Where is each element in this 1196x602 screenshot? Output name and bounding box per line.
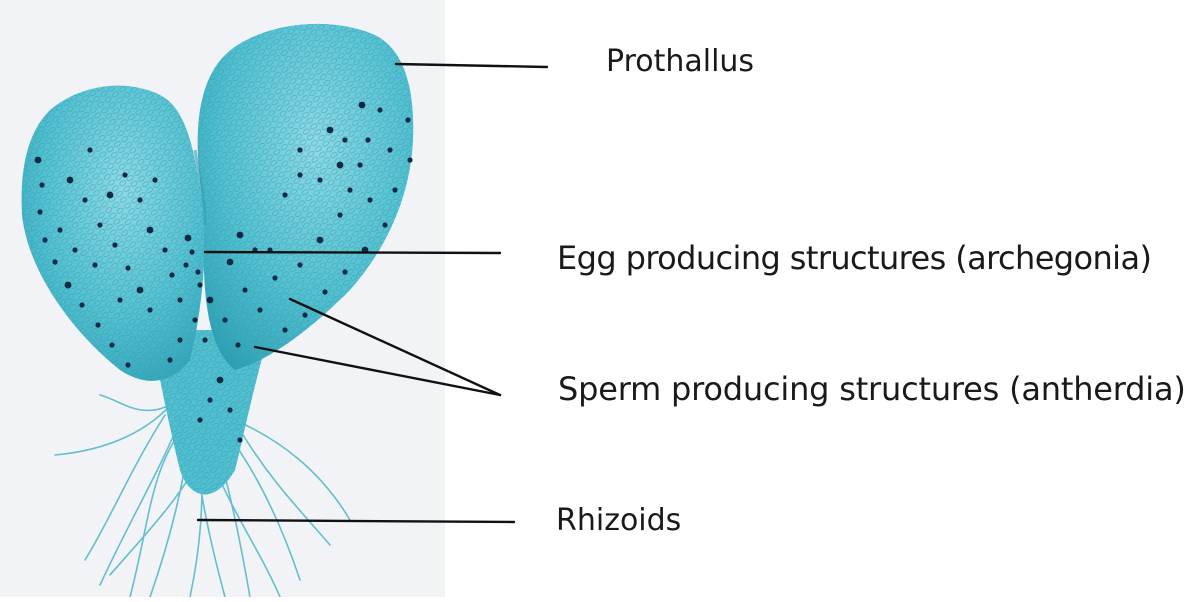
sex-organ-dot bbox=[297, 262, 303, 268]
sex-organ-dot bbox=[257, 307, 263, 313]
sex-organ-dot bbox=[235, 342, 241, 348]
sex-organ-dot bbox=[317, 177, 323, 183]
sex-organ-dot bbox=[97, 222, 103, 228]
label-rhizoids: Rhizoids bbox=[556, 503, 682, 538]
sex-organ-dot bbox=[282, 327, 288, 333]
sex-organ-dot bbox=[322, 289, 328, 295]
sex-organ-dot bbox=[87, 147, 93, 153]
sex-organ-dot bbox=[125, 265, 131, 271]
leader-line-antherdia-lower bbox=[253, 345, 502, 397]
sex-organ-dot bbox=[72, 247, 78, 253]
sex-organ-dot bbox=[39, 182, 45, 188]
sex-organ-dot bbox=[297, 172, 303, 178]
sex-organ-dot bbox=[227, 407, 233, 413]
leader-line-rhizoids bbox=[196, 518, 516, 524]
sex-organ-dot bbox=[64, 281, 72, 289]
sex-organ-dot bbox=[92, 262, 98, 268]
sex-organ-dot bbox=[222, 317, 228, 323]
sex-organ-dot bbox=[206, 296, 214, 304]
label-archegonia: Egg producing structures (archegonia) bbox=[557, 239, 1152, 277]
sex-organ-dot bbox=[66, 176, 74, 184]
leader-line-prothallus bbox=[394, 62, 549, 69]
sex-organ-dot bbox=[367, 197, 373, 203]
sex-organ-dot bbox=[316, 236, 324, 244]
sex-organ-dot bbox=[326, 126, 334, 134]
label-antherdia: Sperm producing structures (antherdia) bbox=[558, 370, 1186, 408]
sex-organ-dot bbox=[407, 157, 413, 163]
sex-organ-dot bbox=[236, 231, 244, 239]
sex-organ-dot bbox=[37, 209, 43, 215]
sex-organ-dot bbox=[377, 107, 383, 113]
sex-organ-dot bbox=[177, 297, 183, 303]
sex-organ-dot bbox=[162, 247, 168, 253]
sex-organ-dot bbox=[282, 192, 288, 198]
sex-organ-dot bbox=[177, 337, 183, 343]
sex-organ-dot bbox=[189, 249, 195, 255]
sex-organ-dot bbox=[347, 187, 353, 193]
sex-organ-dot bbox=[109, 342, 115, 348]
sex-organ-dot bbox=[117, 297, 123, 303]
sex-organ-dot bbox=[382, 222, 388, 228]
sex-organ-dot bbox=[195, 269, 201, 275]
sex-organ-dot bbox=[112, 242, 118, 248]
sex-organ-dot bbox=[136, 286, 144, 294]
sex-organ-dot bbox=[202, 337, 208, 343]
sex-organ-dot bbox=[302, 312, 308, 318]
sex-organ-dot bbox=[297, 147, 303, 153]
sex-organ-dot bbox=[167, 357, 173, 363]
sex-organ-dot bbox=[147, 307, 153, 313]
sex-organ-dot bbox=[336, 161, 344, 169]
sex-organ-dot bbox=[125, 362, 131, 368]
sex-organ-dot bbox=[226, 258, 234, 266]
label-prothallus: Prothallus bbox=[606, 44, 755, 79]
sex-organ-dot bbox=[197, 417, 203, 423]
sex-organ-dot bbox=[34, 156, 42, 164]
sex-organ-dot bbox=[183, 262, 189, 268]
sex-organ-dot bbox=[137, 197, 143, 203]
sex-organ-dot bbox=[197, 282, 203, 288]
sex-organ-dot bbox=[207, 397, 213, 403]
sex-organ-dot bbox=[95, 322, 101, 328]
sex-organ-dot bbox=[152, 177, 158, 183]
sex-organ-dot bbox=[106, 191, 114, 199]
sex-organ-dot bbox=[358, 101, 366, 109]
sex-organ-dot bbox=[57, 227, 63, 233]
sex-organ-dot bbox=[82, 197, 88, 203]
sex-organ-dot bbox=[357, 162, 363, 168]
sex-organ-dot bbox=[272, 275, 278, 281]
sex-organ-dot bbox=[342, 137, 348, 143]
leader-line-archegonia bbox=[203, 250, 502, 255]
sex-organ-dot bbox=[337, 212, 343, 218]
sex-organ-dot bbox=[405, 117, 411, 123]
sex-organ-dots bbox=[34, 101, 413, 443]
leader-lines bbox=[196, 62, 549, 524]
sex-organ-dot bbox=[216, 376, 224, 384]
sex-organ-dot bbox=[365, 137, 371, 143]
sex-organ-dot bbox=[237, 437, 243, 443]
sex-organ-dot bbox=[242, 287, 248, 293]
sex-organ-dot bbox=[184, 234, 192, 242]
sex-organ-dot bbox=[122, 172, 128, 178]
sex-organ-dot bbox=[387, 147, 393, 153]
sex-organ-dot bbox=[342, 269, 348, 275]
sex-organ-dot bbox=[52, 259, 58, 265]
sex-organ-dot bbox=[192, 317, 198, 323]
sex-organ-dot bbox=[79, 302, 85, 308]
leader-line-antherdia-upper bbox=[288, 297, 502, 397]
sex-organ-dot bbox=[169, 272, 175, 278]
sex-organ-dot bbox=[146, 226, 154, 234]
sex-organ-dot bbox=[392, 187, 398, 193]
sex-organ-dot bbox=[42, 237, 48, 243]
